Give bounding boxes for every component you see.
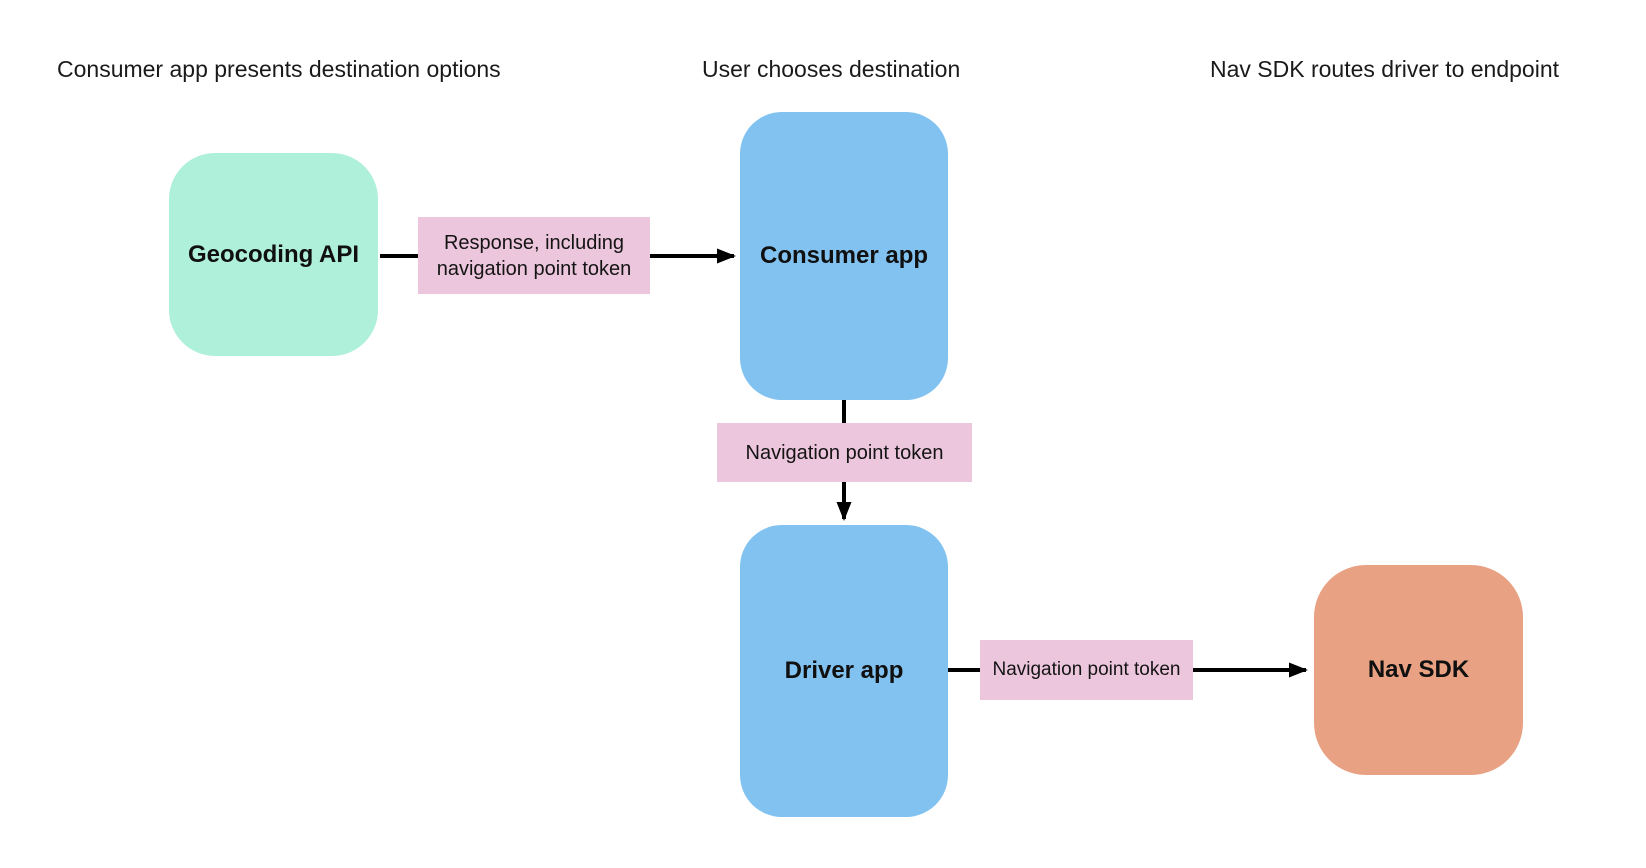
node-nav-sdk-label: Nav SDK bbox=[1367, 656, 1470, 683]
node-driver-app: Driver app bbox=[740, 525, 948, 817]
node-consumer-app: Consumer app bbox=[740, 112, 948, 400]
stage-header-user-chooses: User chooses destination bbox=[702, 56, 961, 82]
edge-label-token-driver-to-navsdk: Navigation point token bbox=[980, 640, 1193, 700]
edge-label-token-consumer-to-driver: Navigation point token bbox=[717, 423, 972, 482]
stage-header-navsdk-routes: Nav SDK routes driver to endpoint bbox=[1210, 56, 1560, 82]
edge-label-response-including-token: Response, including navigation point tok… bbox=[418, 217, 650, 294]
node-driver-app-label: Driver app bbox=[784, 657, 904, 684]
node-geocoding-api: Geocoding API bbox=[169, 153, 378, 356]
node-geocoding-api-label: Geocoding API bbox=[187, 240, 360, 268]
node-consumer-app-label: Consumer app bbox=[759, 242, 929, 269]
stage-header-consumer-presents: Consumer app presents destination option… bbox=[57, 56, 501, 82]
node-nav-sdk: Nav SDK bbox=[1314, 565, 1523, 775]
